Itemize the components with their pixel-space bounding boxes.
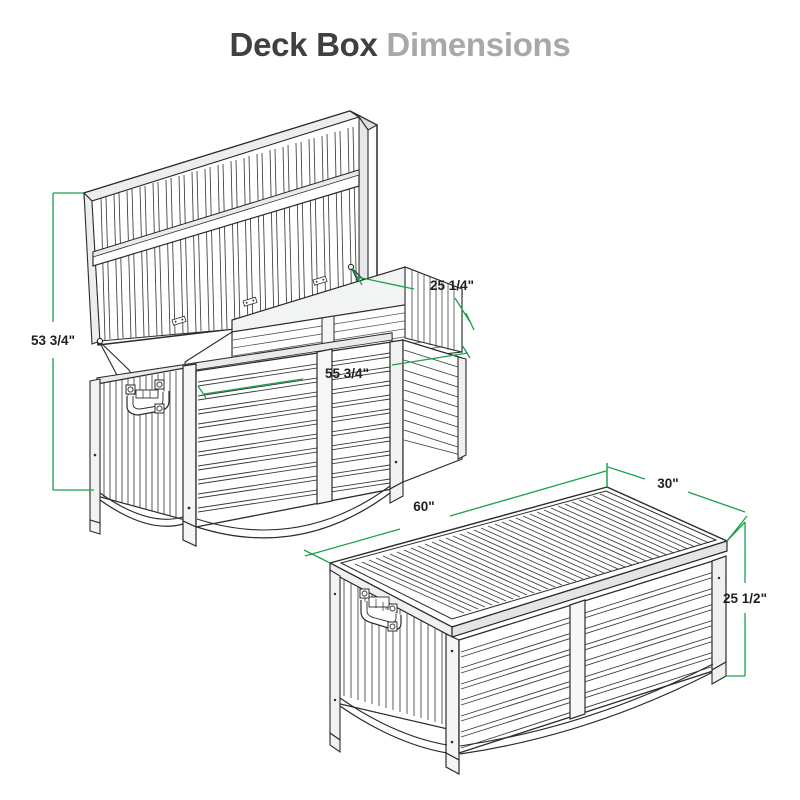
dimension-label-depth-inner: 25 1/4" xyxy=(430,278,474,293)
dimension-height-closed: 25 1/2" xyxy=(723,521,767,677)
open-lid-panel xyxy=(82,110,379,346)
closed-deck-box-view: 60" 30" 25 1/2" xyxy=(303,463,767,776)
dimension-label-width-inner: 55 3/4" xyxy=(325,366,369,381)
closed-left-side-slats xyxy=(343,579,443,724)
title-primary: Deck Box xyxy=(229,26,378,63)
dimension-label-height-open: 53 3/4" xyxy=(31,333,75,348)
closed-lid-slats xyxy=(354,493,710,614)
page-title: Deck Box Dimensions xyxy=(230,26,571,64)
side-handle xyxy=(125,379,170,416)
dimension-label-height-closed: 25 1/2" xyxy=(723,591,767,606)
title-secondary: Dimensions xyxy=(386,26,571,63)
open-deck-box-view: 53 3/4" 25 1/4" xyxy=(31,110,475,547)
lid-slats xyxy=(100,126,358,341)
dimension-depth-inner: 25 1/4" xyxy=(351,267,475,331)
open-box-body xyxy=(89,266,467,547)
right-inner-slats xyxy=(411,270,455,351)
dimension-height-open: 53 3/4" xyxy=(31,192,94,491)
closed-front-louvers xyxy=(460,571,715,749)
closed-side-handle xyxy=(359,588,402,632)
front-louvers-left xyxy=(197,352,391,513)
dimension-width-inner: 55 3/4" xyxy=(197,344,471,399)
dimension-label-width-overall: 60" xyxy=(413,499,434,514)
dimension-width-overall: 60" xyxy=(303,463,608,564)
right-end-louvers xyxy=(403,349,462,456)
dimension-label-depth-overall: 30" xyxy=(657,476,678,491)
dimension-depth-overall: 30" xyxy=(606,463,748,542)
page-title-bar: Deck Box Dimensions xyxy=(0,0,800,90)
